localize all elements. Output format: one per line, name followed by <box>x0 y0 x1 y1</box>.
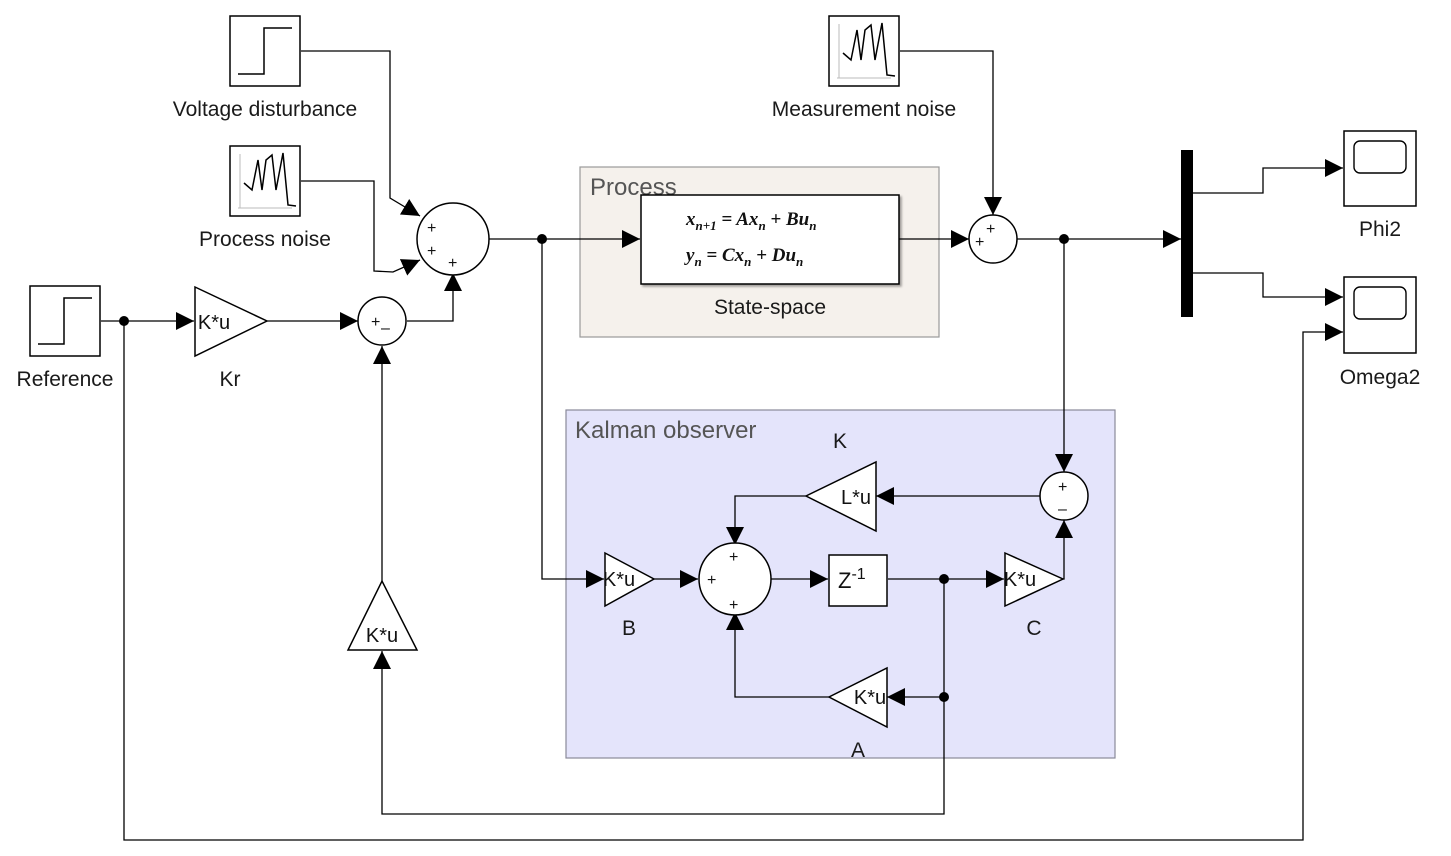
disturbance-sum-block[interactable]: + + + <box>416 202 490 276</box>
svg-text:+: + <box>371 314 380 331</box>
feedback-gain-block[interactable]: K*u <box>346 579 419 651</box>
reference-block[interactable]: Reference <box>17 285 114 391</box>
svg-text:–: – <box>1058 501 1067 518</box>
svg-text:+: + <box>707 572 716 589</box>
k-label: K <box>833 430 847 453</box>
omega2-scope-block[interactable]: Omega2 <box>1340 276 1421 389</box>
state-space-label: State-space <box>714 296 826 319</box>
step-icon <box>238 27 292 75</box>
c-gain-text: K*u <box>1004 569 1036 591</box>
kalman-observer-title: Kalman observer <box>575 417 756 444</box>
svg-text:+: + <box>1058 479 1067 496</box>
voltage-disturbance-block[interactable]: Voltage disturbance <box>173 15 357 121</box>
kr-label: Kr <box>220 368 241 391</box>
a-gain-block[interactable]: K*u A <box>827 666 888 762</box>
omega2-label: Omega2 <box>1340 366 1421 389</box>
random-signal-icon <box>837 22 896 79</box>
c-label: C <box>1026 617 1041 640</box>
scope-icon <box>1353 286 1407 320</box>
reference-sum-block[interactable]: + – <box>357 296 407 346</box>
svg-text:+: + <box>986 221 995 238</box>
a-gain-text: K*u <box>854 687 886 709</box>
scope-icon <box>1353 140 1407 174</box>
kr-gain-text: K*u <box>198 312 230 334</box>
b-gain-block[interactable]: K*u B <box>603 551 656 640</box>
random-signal-icon <box>238 152 297 209</box>
svg-text:+: + <box>975 234 984 251</box>
state-equation: xn+1 = Axn + Bun <box>685 209 816 233</box>
innovation-sum-block[interactable]: + – <box>1039 471 1089 521</box>
phi2-scope-block[interactable]: Phi2 <box>1343 130 1417 241</box>
mux-block[interactable] <box>1181 150 1193 317</box>
output-equation: yn = Cxn + Dun <box>684 245 803 269</box>
unit-delay-text: Z-1 <box>838 566 866 593</box>
signal-lines <box>101 50 1343 841</box>
k-gain-text: L*u <box>841 487 871 509</box>
step-icon <box>38 297 92 345</box>
measurement-sum-block[interactable]: + + <box>968 214 1018 264</box>
c-gain-block[interactable]: K*u C <box>1004 551 1065 640</box>
b-label: B <box>622 617 636 640</box>
measurement-noise-block[interactable]: Measurement noise <box>772 15 956 121</box>
svg-text:+: + <box>729 597 738 614</box>
branch-points <box>119 234 1069 702</box>
observer-sum-block[interactable]: + + + <box>698 542 772 616</box>
reference-label: Reference <box>17 368 114 391</box>
svg-text:–: – <box>381 320 390 337</box>
unit-delay-block[interactable]: Z-1 <box>828 554 888 607</box>
voltage-disturbance-label: Voltage disturbance <box>173 98 357 121</box>
svg-text:+: + <box>729 549 738 566</box>
svg-text:+: + <box>427 220 436 237</box>
k-gain-block[interactable]: L*u K <box>804 430 877 533</box>
process-noise-label: Process noise <box>199 228 331 251</box>
measurement-noise-label: Measurement noise <box>772 98 956 121</box>
kr-gain-block[interactable]: K*u Kr <box>194 285 269 391</box>
state-space-block[interactable]: xn+1 = Axn + Bun yn = Cxn + Dun State-sp… <box>640 194 900 319</box>
process-noise-block[interactable]: Process noise <box>199 145 331 251</box>
phi2-label: Phi2 <box>1359 218 1401 241</box>
svg-text:+: + <box>448 255 457 272</box>
svg-text:+: + <box>427 243 436 260</box>
feedback-gain-text: K*u <box>366 625 398 647</box>
a-label: A <box>851 739 865 762</box>
b-gain-text: K*u <box>603 569 635 591</box>
